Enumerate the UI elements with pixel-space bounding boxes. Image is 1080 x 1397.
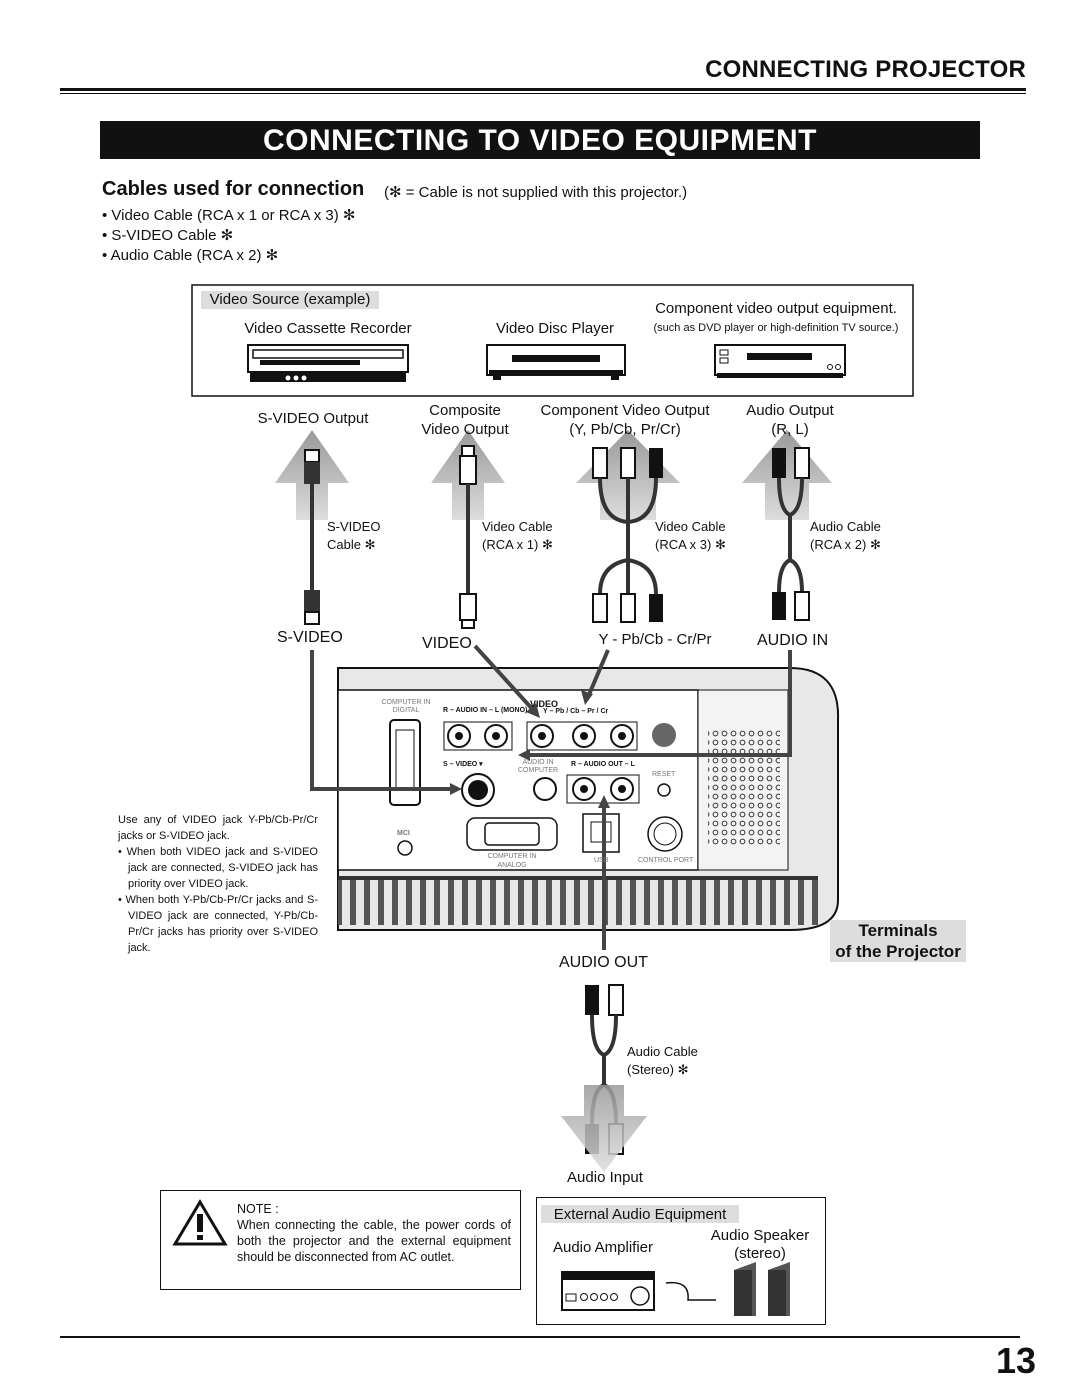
- dvd-player-icon: [714, 344, 846, 378]
- cable-list-item: S-VIDEO Cable ✻: [102, 226, 355, 246]
- audio-output-label-2: (R, L): [771, 421, 809, 438]
- disc-player-icon: [486, 344, 626, 380]
- component-equipment-note: (such as DVD player or high-definition T…: [653, 322, 899, 334]
- audio-input-label: Audio Input: [567, 1169, 643, 1186]
- external-audio-box: [536, 1197, 826, 1325]
- svideo-cable-icon: [304, 449, 320, 625]
- component-cable-icon: [592, 447, 663, 623]
- jack-priority-item: When both VIDEO jack and S-VIDEO jack ar…: [118, 844, 318, 892]
- svideo-cable-label-2: Cable ✻: [327, 537, 376, 552]
- disc-player-label: Video Disc Player: [495, 320, 615, 337]
- composite-label-1: Composite: [429, 402, 501, 419]
- panel-mci-label: MCI: [397, 830, 410, 837]
- video-source-tag-bg: [201, 291, 379, 309]
- audio2-cable-label-2: (RCA x 2) ✻: [810, 537, 881, 552]
- component-equipment-label: Component video output equipment.: [655, 300, 897, 317]
- note-text: NOTE : When connecting the cable, the po…: [237, 1201, 511, 1265]
- panel-audio-out-label: R – AUDIO OUT – L: [571, 761, 635, 768]
- audio-amplifier-label: Audio Amplifier: [552, 1239, 654, 1256]
- composite-label-2: Video Output: [421, 421, 509, 438]
- note-box: NOTE : When connecting the cable, the po…: [160, 1190, 521, 1290]
- cables-heading: Cables used for connection: [102, 178, 365, 200]
- cable-list-item: Audio Cable (RCA x 2) ✻: [102, 246, 355, 266]
- port-video-label: VIDEO: [422, 635, 472, 652]
- audio-cable-icon: [772, 447, 810, 621]
- audio2-cable-label-1: Audio Cable: [810, 519, 881, 534]
- stereo-cable-label-1: Audio Cable: [627, 1044, 698, 1059]
- page-number: 13: [995, 1340, 1036, 1381]
- header-rule-thin: [60, 93, 1026, 94]
- audio-speaker-label-1: Audio Speaker: [710, 1227, 810, 1244]
- terminals-line-1: Terminals: [830, 920, 966, 941]
- video-source-tag: Video Source (example): [209, 291, 371, 308]
- arrow-down-icon: [561, 1085, 647, 1172]
- amplifier-icon: [561, 1271, 655, 1311]
- vcr-label: Video Cassette Recorder: [244, 320, 412, 337]
- page-banner-title: CONNECTING TO VIDEO EQUIPMENT: [100, 121, 980, 159]
- speaker-icon: [734, 1262, 790, 1316]
- terminals-label: Terminals of the Projector: [830, 920, 966, 962]
- terminals-line-2: of the Projector: [830, 941, 966, 962]
- audio-output-label-1: Audio Output: [746, 402, 834, 419]
- audio-in-connection-line: [526, 650, 792, 757]
- video-connection-line: [473, 644, 537, 714]
- video1-cable-label-1: Video Cable: [482, 519, 553, 534]
- speaker-wire: [665, 1281, 716, 1301]
- panel-video-label: VIDEO: [530, 699, 559, 709]
- panel-s-video-label: S – VIDEO ▾: [443, 761, 483, 768]
- jack-priority-intro: Use any of VIDEO jack Y-Pb/Cb-Pr/Cr jack…: [118, 814, 318, 842]
- projector-icon: [337, 667, 840, 931]
- svideo-connection-line: [310, 650, 454, 791]
- composite-cable-icon: [459, 445, 477, 629]
- note-body: When connecting the cable, the power cor…: [237, 1218, 511, 1264]
- panel-usb-label: USB: [594, 857, 609, 864]
- external-audio-tag: External Audio Equipment: [553, 1206, 727, 1223]
- warning-icon: [172, 1199, 228, 1246]
- vcr-icon: [247, 344, 409, 382]
- footer-rule: [60, 1336, 1020, 1338]
- video3-cable-label-2: (RCA x 3) ✻: [655, 537, 726, 552]
- cable-list-item: Video Cable (RCA x 1 or RCA x 3) ✻: [102, 206, 355, 226]
- video1-cable-label-2: (RCA x 1) ✻: [482, 537, 553, 552]
- stereo-cable-label-2: (Stereo) ✻: [627, 1062, 689, 1077]
- panel-audio-in-label: R – AUDIO IN – L (MONO): [443, 707, 528, 714]
- component-output-label-2: (Y, Pb/Cb, Pr/Cr): [569, 421, 681, 438]
- svideo-cable-label-1: S-VIDEO: [327, 519, 381, 534]
- panel-reset-label: RESET: [652, 771, 676, 778]
- port-audio-out-label: AUDIO OUT: [559, 954, 648, 971]
- note-label: NOTE :: [237, 1202, 279, 1216]
- component-connection-line: [586, 649, 610, 698]
- component-output-label-1: Component Video Output: [540, 402, 710, 419]
- external-audio-tag-bg: [541, 1205, 739, 1223]
- cables-note: (✻ = Cable is not supplied with this pro…: [384, 184, 688, 201]
- jack-priority-item: When both Y-Pb/Cb-Pr/Cr jacks and S-VIDE…: [118, 892, 319, 956]
- section-title: CONNECTING PROJECTOR: [705, 56, 1026, 83]
- video3-cable-label-1: Video Cable: [655, 519, 726, 534]
- svideo-output-label: S-VIDEO Output: [257, 410, 369, 427]
- audio-speaker-label-2: (stereo): [734, 1245, 786, 1262]
- panel-control-port-label: CONTROL PORT: [638, 857, 694, 864]
- port-component-label: Y - Pb/Cb - Cr/Pr: [598, 631, 712, 648]
- port-svideo-label: S-VIDEO: [277, 629, 343, 646]
- panel-ypbpr-label: Y – Pb / Cb – Pr / Cr: [543, 708, 609, 715]
- arrow-up-icon: [742, 430, 832, 520]
- port-audio-in-label: AUDIO IN: [757, 632, 829, 649]
- cable-list: Video Cable (RCA x 1 or RCA x 3) ✻ S-VID…: [102, 206, 356, 266]
- jack-priority-note: Use any of VIDEO jack Y-Pb/Cb-Pr/Cr jack…: [118, 812, 318, 956]
- header-rule: [60, 88, 1026, 91]
